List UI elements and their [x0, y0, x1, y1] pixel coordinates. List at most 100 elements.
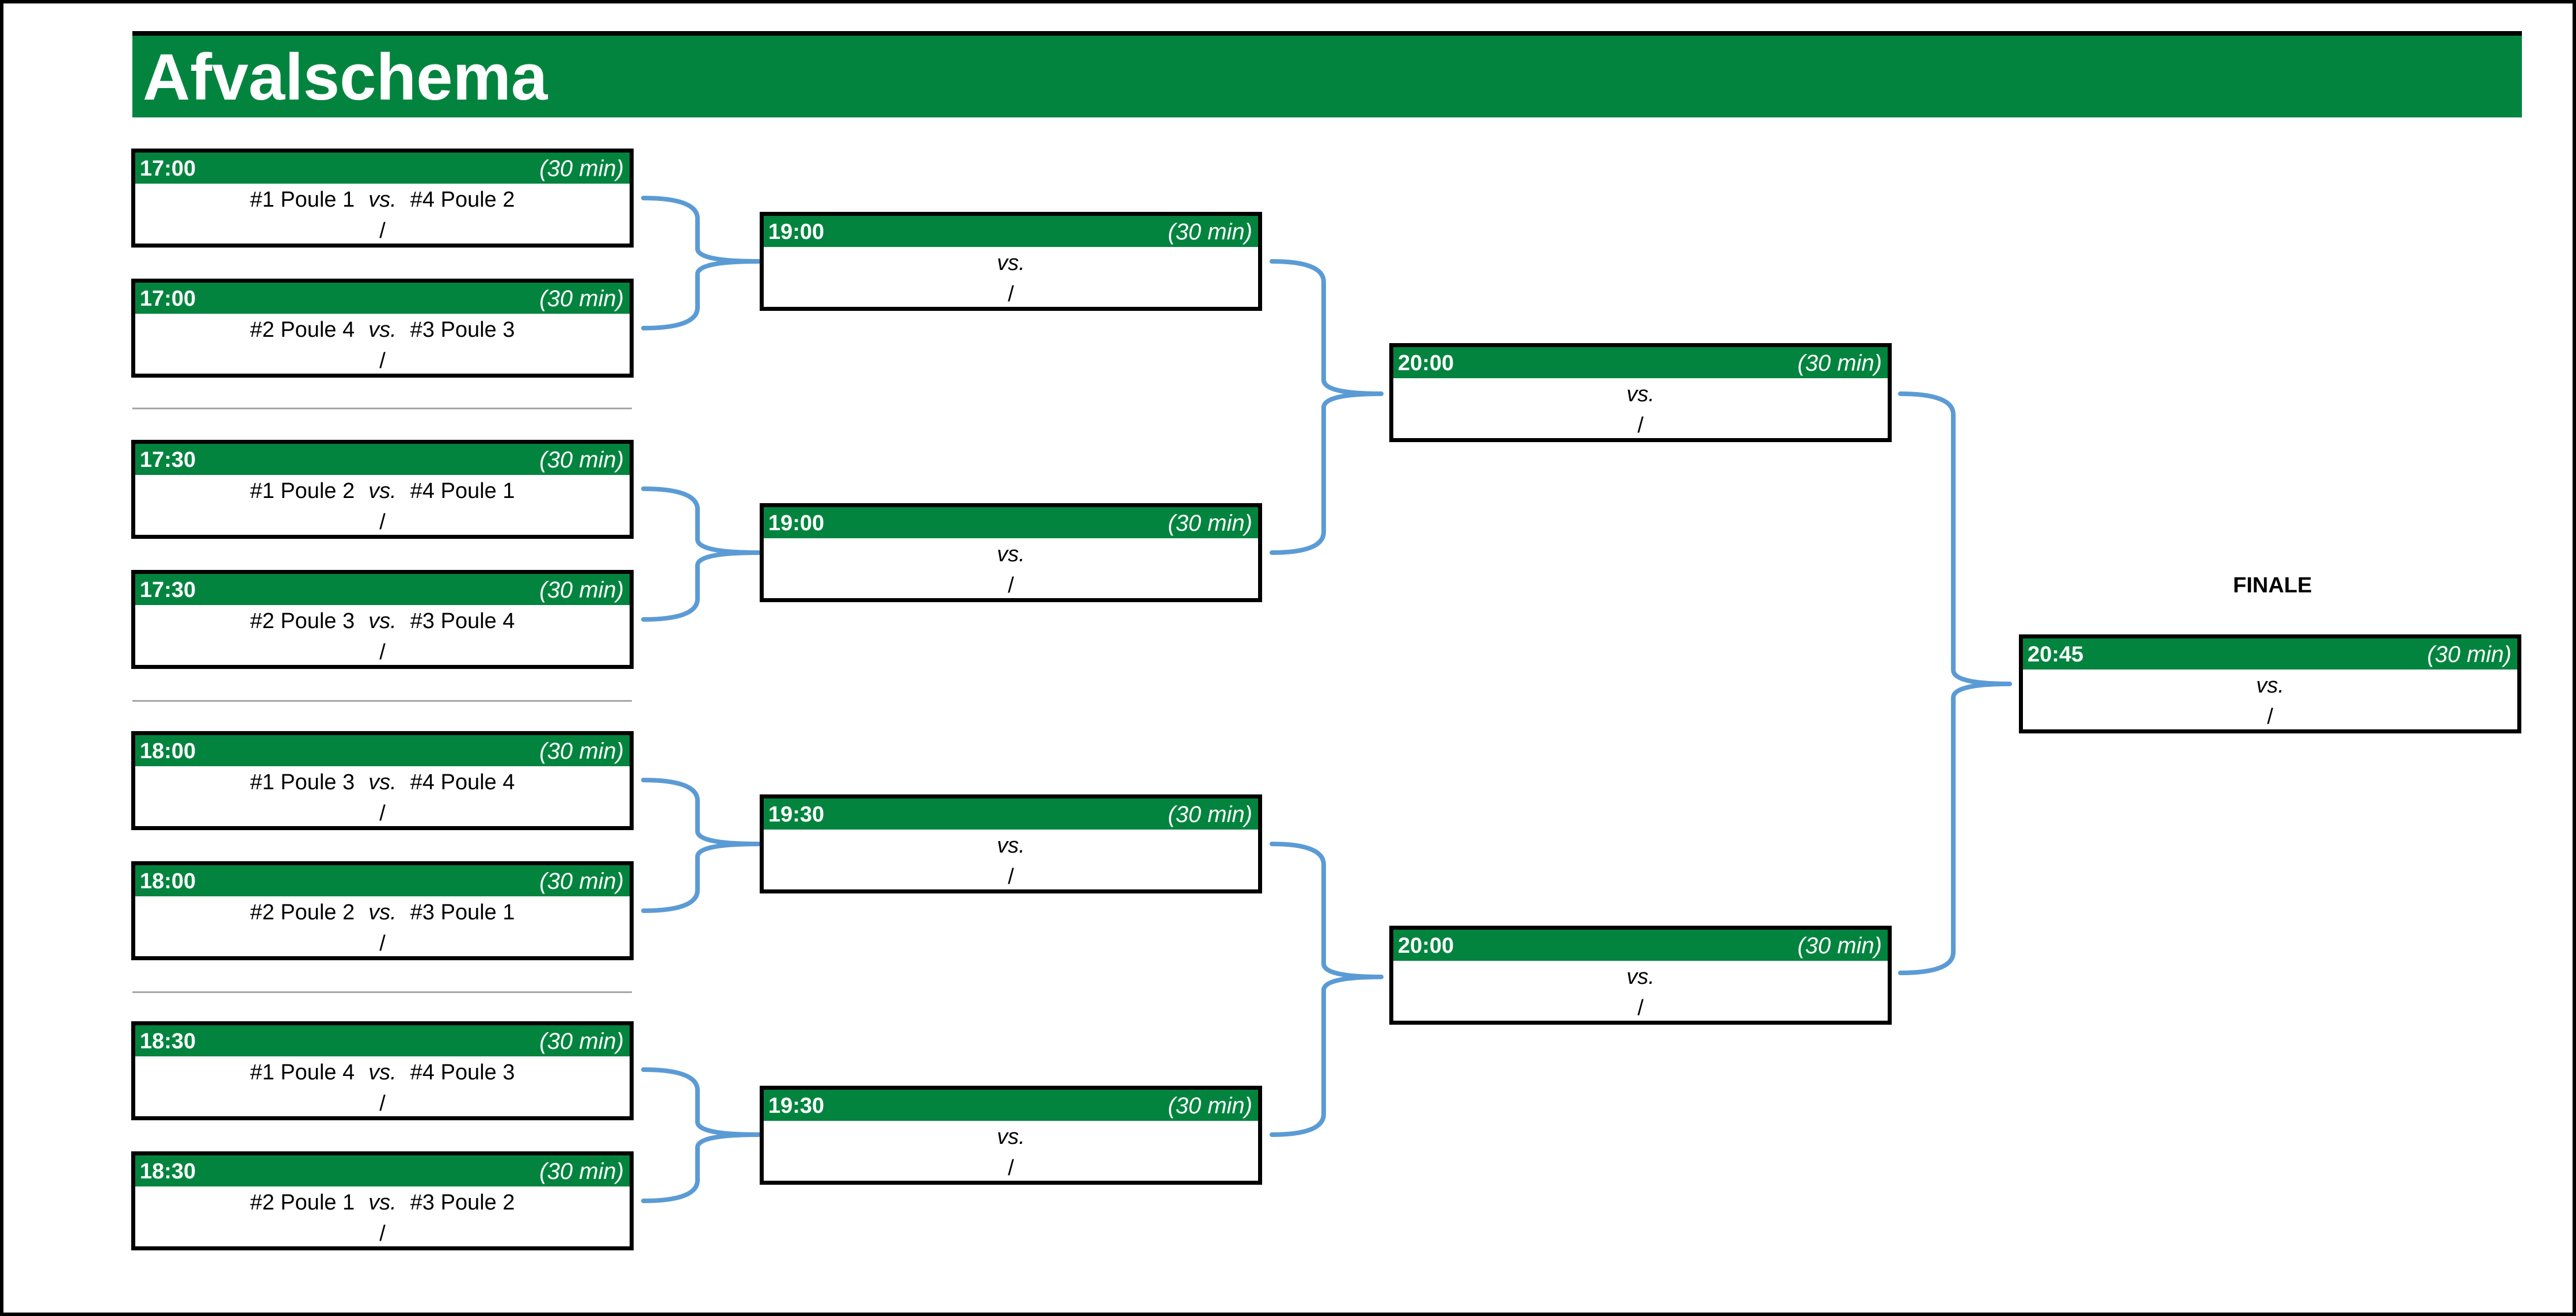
connector-r1-e	[641, 778, 761, 846]
match-score: /	[1008, 573, 1014, 598]
home-team: #1 Poule 1	[250, 188, 355, 212]
title-bar: Afvalschema	[132, 31, 2522, 117]
match-time: 20:45	[2028, 642, 2084, 667]
match-duration: (30 min)	[539, 156, 624, 181]
match-teams: #1 Poule 1 vs. #4 Poule 2	[135, 185, 630, 215]
match-time: 19:00	[768, 220, 825, 244]
match-header: 19:30 (30 min)	[764, 1090, 1258, 1121]
match-header: 18:00 (30 min)	[135, 735, 630, 766]
match-time: 19:30	[768, 1094, 825, 1118]
match-duration: (30 min)	[539, 447, 624, 473]
match-time: 19:30	[768, 802, 825, 827]
page-title: Afvalschema	[143, 41, 548, 114]
vs-label: vs.	[368, 479, 397, 503]
match-card-quarterfinal: 19:00 (30 min) vs. /	[760, 212, 1262, 311]
match-card-quarterfinal: 19:30 (30 min) vs. /	[760, 794, 1262, 893]
match-time: 17:30	[140, 448, 196, 472]
match-teams: #1 Poule 4 vs. #4 Poule 3	[135, 1058, 630, 1087]
match-duration: (30 min)	[1797, 933, 1882, 959]
vs-label: vs.	[1626, 965, 1655, 989]
connector-sf-a	[1898, 391, 2012, 686]
vs-label: vs.	[368, 1060, 397, 1085]
away-team: #4 Poule 4	[410, 770, 515, 794]
match-header: 19:00 (30 min)	[764, 216, 1258, 247]
match-teams: vs.	[2023, 671, 2517, 701]
match-duration: (30 min)	[1168, 511, 1252, 536]
connector-qf-c	[1270, 842, 1384, 979]
away-team: #4 Poule 2	[410, 188, 515, 212]
match-score: /	[1008, 1156, 1014, 1180]
match-score: /	[1008, 282, 1014, 306]
match-teams: vs.	[764, 248, 1258, 278]
vs-label: vs.	[368, 900, 397, 925]
match-card-semifinal: 20:00 (30 min) vs. /	[1389, 926, 1892, 1025]
home-team: #1 Poule 3	[250, 770, 355, 794]
match-header: 19:30 (30 min)	[764, 798, 1258, 830]
vs-label: vs.	[368, 188, 397, 212]
vs-label: vs.	[2256, 674, 2284, 698]
connector-r1-h	[641, 1132, 761, 1203]
match-header: 19:00 (30 min)	[764, 507, 1258, 538]
connector-r1-f	[641, 842, 761, 913]
home-team: #2 Poule 2	[250, 900, 355, 925]
match-score: /	[379, 640, 386, 664]
vs-label: vs.	[1626, 382, 1655, 406]
match-time: 18:00	[140, 739, 196, 763]
vs-label: vs.	[997, 834, 1025, 858]
match-duration: (30 min)	[539, 1159, 624, 1184]
match-time: 19:00	[768, 511, 825, 535]
match-card-round1: 18:30 (30 min) #1 Poule 4 vs. #4 Poule 3 /	[131, 1021, 634, 1120]
match-header: 20:45 (30 min)	[2023, 638, 2517, 670]
group-separator	[132, 700, 632, 702]
group-separator	[132, 991, 632, 993]
match-header: 20:00 (30 min)	[1393, 930, 1888, 961]
connector-sf-b	[1898, 682, 2012, 975]
match-score: /	[379, 1222, 386, 1246]
home-team: #2 Poule 1	[250, 1191, 355, 1215]
match-score: /	[1637, 413, 1644, 438]
away-team: #3 Poule 1	[410, 900, 515, 925]
connector-qf-b	[1270, 391, 1384, 555]
match-score: /	[379, 510, 386, 534]
match-duration: (30 min)	[539, 869, 624, 894]
match-score: /	[2267, 705, 2273, 729]
match-time: 18:30	[140, 1029, 196, 1053]
match-header: 18:30 (30 min)	[135, 1155, 630, 1186]
vs-label: vs.	[368, 1191, 397, 1215]
match-card-final: 20:45 (30 min) vs. /	[2019, 634, 2521, 733]
connector-r1-d	[641, 550, 761, 622]
match-duration: (30 min)	[539, 739, 624, 764]
match-time: 17:00	[140, 157, 196, 181]
match-card-quarterfinal: 19:30 (30 min) vs. /	[760, 1086, 1262, 1185]
match-teams: vs.	[764, 1122, 1258, 1152]
match-card-quarterfinal: 19:00 (30 min) vs. /	[760, 503, 1262, 602]
match-duration: (30 min)	[1168, 802, 1252, 827]
connector-qf-a	[1270, 259, 1384, 396]
match-header: 18:30 (30 min)	[135, 1025, 630, 1056]
home-team: #1 Poule 4	[250, 1060, 355, 1085]
home-team: #1 Poule 2	[250, 479, 355, 503]
vs-label: vs.	[368, 609, 397, 633]
match-teams: vs.	[764, 831, 1258, 861]
match-duration: (30 min)	[539, 286, 624, 311]
match-score: /	[379, 1091, 386, 1116]
away-team: #4 Poule 3	[410, 1060, 515, 1085]
match-duration: (30 min)	[539, 577, 624, 603]
away-team: #3 Poule 4	[410, 609, 515, 633]
vs-label: vs.	[368, 318, 397, 342]
match-header: 20:00 (30 min)	[1393, 347, 1888, 378]
match-teams: vs.	[1393, 962, 1888, 992]
home-team: #2 Poule 4	[250, 318, 355, 342]
